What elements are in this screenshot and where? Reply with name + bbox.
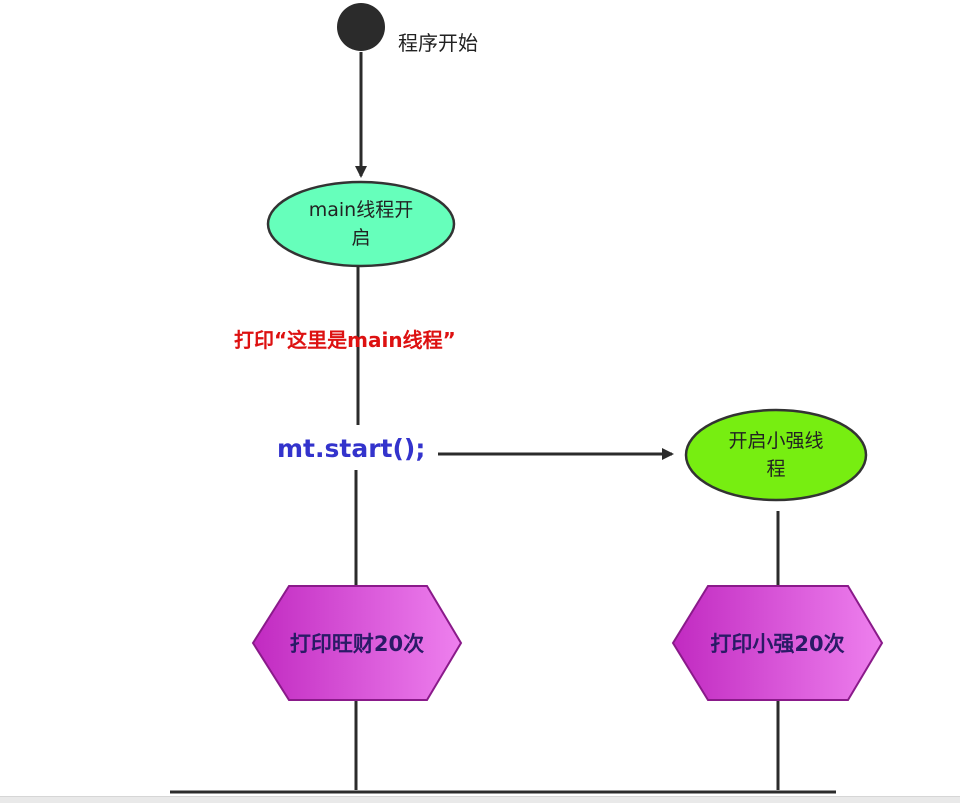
main-thread-ellipse	[266, 180, 456, 268]
bottom-strip	[0, 796, 960, 803]
wangcai-label: 打印旺财20次	[289, 632, 425, 656]
xiaoqiang-thread-ellipse	[684, 408, 868, 502]
xiaoqiang-hexagon	[671, 585, 884, 701]
start-label: 程序开始	[398, 31, 478, 55]
start-node	[337, 3, 385, 51]
print-main-label: 打印“这里是main线程”	[234, 328, 456, 352]
main-thread-label: main线程开 启	[308, 199, 414, 249]
xiaoqiang-print-label: 打印小强20次	[710, 632, 845, 656]
wangcai-hexagon	[251, 585, 463, 701]
start-call-label: mt.start();	[277, 434, 426, 463]
xiaoqiang-thread-label: 开启小强线 程	[728, 430, 824, 480]
